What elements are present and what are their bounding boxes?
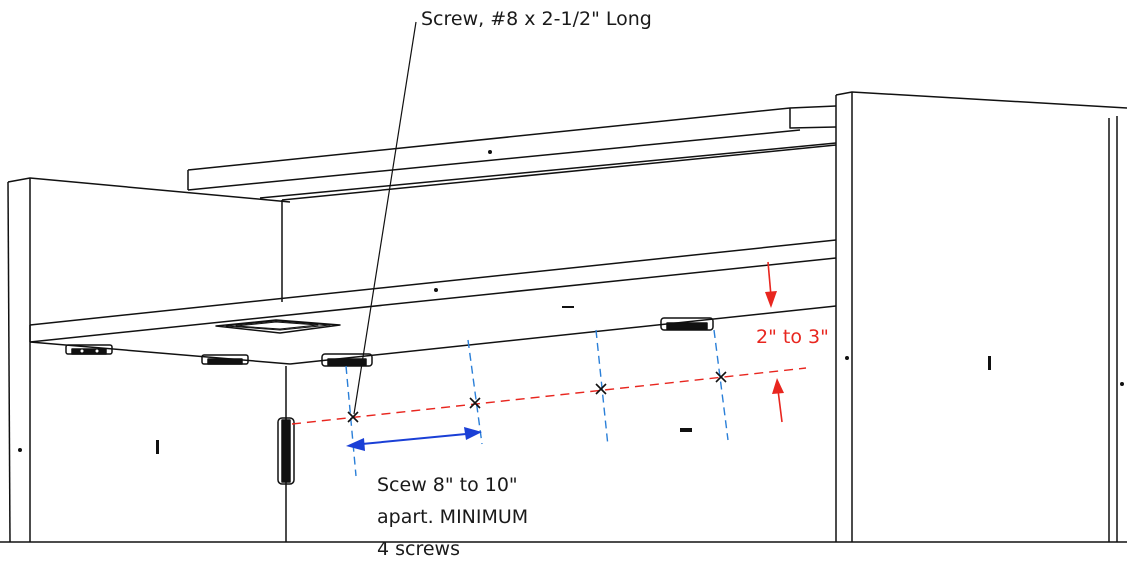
- centerline: [467, 339, 483, 445]
- hinge: [277, 417, 295, 485]
- modesty-slot: [680, 428, 692, 432]
- worksurface-underside: [289, 305, 837, 365]
- screw-line: [291, 367, 807, 425]
- left-side-panel: [7, 177, 291, 203]
- bracket: [201, 354, 249, 365]
- screw-x-mark: [347, 411, 359, 423]
- spacing-note-line-3: 4 screws: [377, 538, 460, 560]
- bracket-screw: [95, 349, 99, 353]
- worksurface-back-edge: [29, 239, 837, 326]
- rear-back-rail: [187, 105, 837, 190]
- spacing-note-line-2: apart. MINIMUM: [377, 506, 529, 528]
- spacing-arrow: [346, 427, 482, 451]
- panel-marks: [18, 150, 1124, 454]
- centerline: [713, 329, 729, 441]
- screw-x-mark: [469, 397, 481, 409]
- right-panel-dot: [845, 356, 849, 360]
- dimension-label: 2" to 3": [756, 326, 829, 348]
- screw-centerlines: [345, 329, 729, 477]
- left-panel-dot: [18, 448, 22, 452]
- centerline: [345, 365, 357, 477]
- shelf-slot: [562, 306, 574, 308]
- left-panel-front-edge: [7, 181, 11, 543]
- screw-x-mark: [595, 383, 607, 395]
- rear-rail-shelf-edge: [259, 142, 837, 199]
- right-side-panel: [835, 91, 1127, 109]
- upper-panel-top: [281, 144, 837, 201]
- screw-callout-label: Screw, #8 x 2-1/2" Long: [421, 8, 652, 30]
- rear-rail-lower-edge: [187, 129, 801, 191]
- vertical-dimension: [765, 261, 784, 423]
- bracket-screw: [80, 349, 84, 353]
- bracket: [660, 317, 714, 331]
- right-edge-dot: [1120, 382, 1124, 386]
- shelf-dot: [434, 288, 438, 292]
- grommet-plate: [215, 319, 341, 334]
- bracket: [321, 353, 373, 367]
- spacing-note-line-1: Scew 8" to 10": [377, 474, 518, 496]
- screw-leader-line: [353, 21, 417, 415]
- rear-rail-dot: [488, 150, 492, 154]
- cabinet-linework: [0, 91, 1127, 543]
- worksurface-mid-edge: [29, 257, 837, 343]
- screw-x-mark: [715, 371, 727, 383]
- right-panel-tick: [988, 356, 991, 370]
- bracket: [65, 344, 113, 355]
- screw-marks: [347, 371, 727, 423]
- left-panel-tick: [156, 440, 159, 454]
